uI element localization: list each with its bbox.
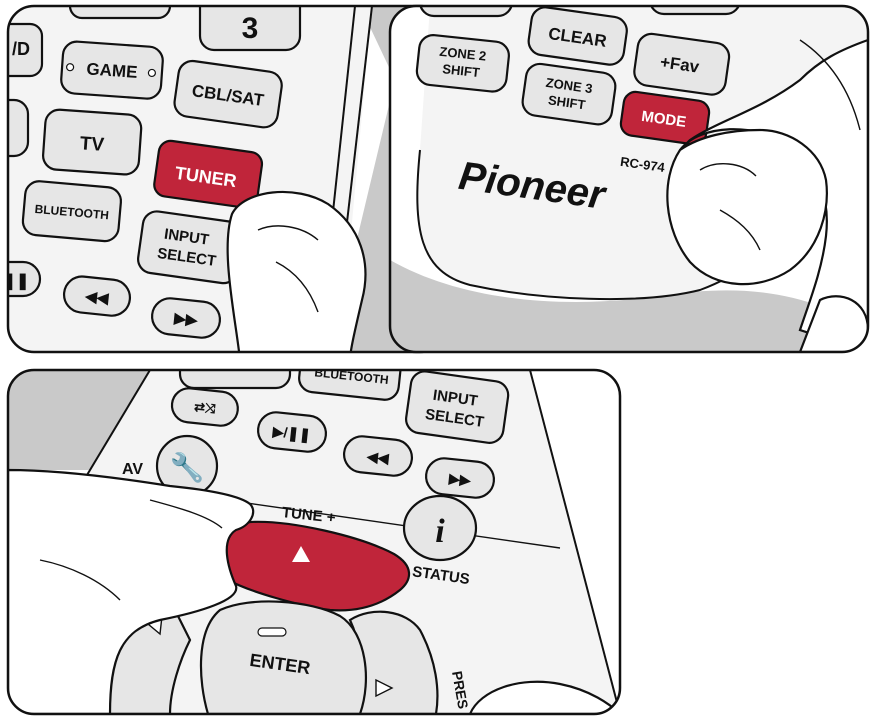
button-status[interactable]: i — [404, 496, 476, 560]
button-tv-label: TV — [79, 133, 105, 156]
button-game-label: GAME — [86, 59, 138, 82]
next-icon: ▶▶ — [172, 310, 199, 330]
button-zone2-shift[interactable]: ZONE 2 SHIFT — [416, 34, 511, 93]
button-3[interactable]: 3 — [200, 0, 300, 50]
button-next-3[interactable]: ▶▶ — [424, 457, 495, 500]
previous-icon-3: ◀◀ — [365, 448, 389, 466]
button-play-pause[interactable]: ▶/❚❚ — [256, 411, 327, 454]
panel-tune-button: BLUETOOTH INPUT SELECT ⇄⤨ ▶/❚❚ ◀◀ ▶▶ — [8, 339, 620, 714]
previous-icon: ◀◀ — [83, 288, 109, 307]
button-bluetooth[interactable]: BLUETOOTH — [22, 180, 122, 242]
button-dvd-label: /D — [12, 39, 30, 59]
button-fav[interactable]: +Fav — [633, 32, 731, 96]
button-dvd[interactable]: /D — [0, 24, 42, 76]
button-previous-3[interactable]: ◀◀ — [342, 435, 413, 478]
button-tv[interactable]: TV — [42, 109, 142, 176]
button-game[interactable]: GAME — [60, 41, 163, 100]
button-next[interactable]: ▶▶ — [150, 297, 221, 340]
svg-text:❚❚: ❚❚ — [3, 273, 30, 291]
button-enter[interactable]: ENTER — [201, 601, 366, 714]
next-icon-3: ▶▶ — [447, 470, 472, 488]
button-pause[interactable]: ❚❚ — [0, 262, 40, 296]
button-partial-left[interactable] — [0, 100, 28, 156]
button-3-label: 3 — [242, 12, 259, 45]
panel-mode-button: CLEAR ZONE 2 SHIFT +Fav ZONE 3 SHIFT MOD… — [390, 0, 868, 352]
button-zone3-shift[interactable]: ZONE 3 SHIFT — [521, 62, 617, 126]
panel-tuner-button: 3 /D GAME CBL/SAT TV TUNE — [0, 0, 446, 360]
button-input-select-3[interactable]: INPUT SELECT — [404, 370, 510, 445]
wrench-icon: 🔧 — [170, 450, 205, 484]
av-label: AV — [122, 461, 143, 478]
repeat-shuffle-icon: ⇄⤨ — [193, 399, 216, 416]
button-partial-top[interactable] — [70, 0, 170, 18]
info-icon: i — [435, 513, 445, 550]
button-repeat-shuffle[interactable]: ⇄⤨ — [170, 387, 239, 428]
button-previous[interactable]: ◀◀ — [62, 275, 131, 318]
button-partial-top-left[interactable] — [420, 0, 512, 16]
